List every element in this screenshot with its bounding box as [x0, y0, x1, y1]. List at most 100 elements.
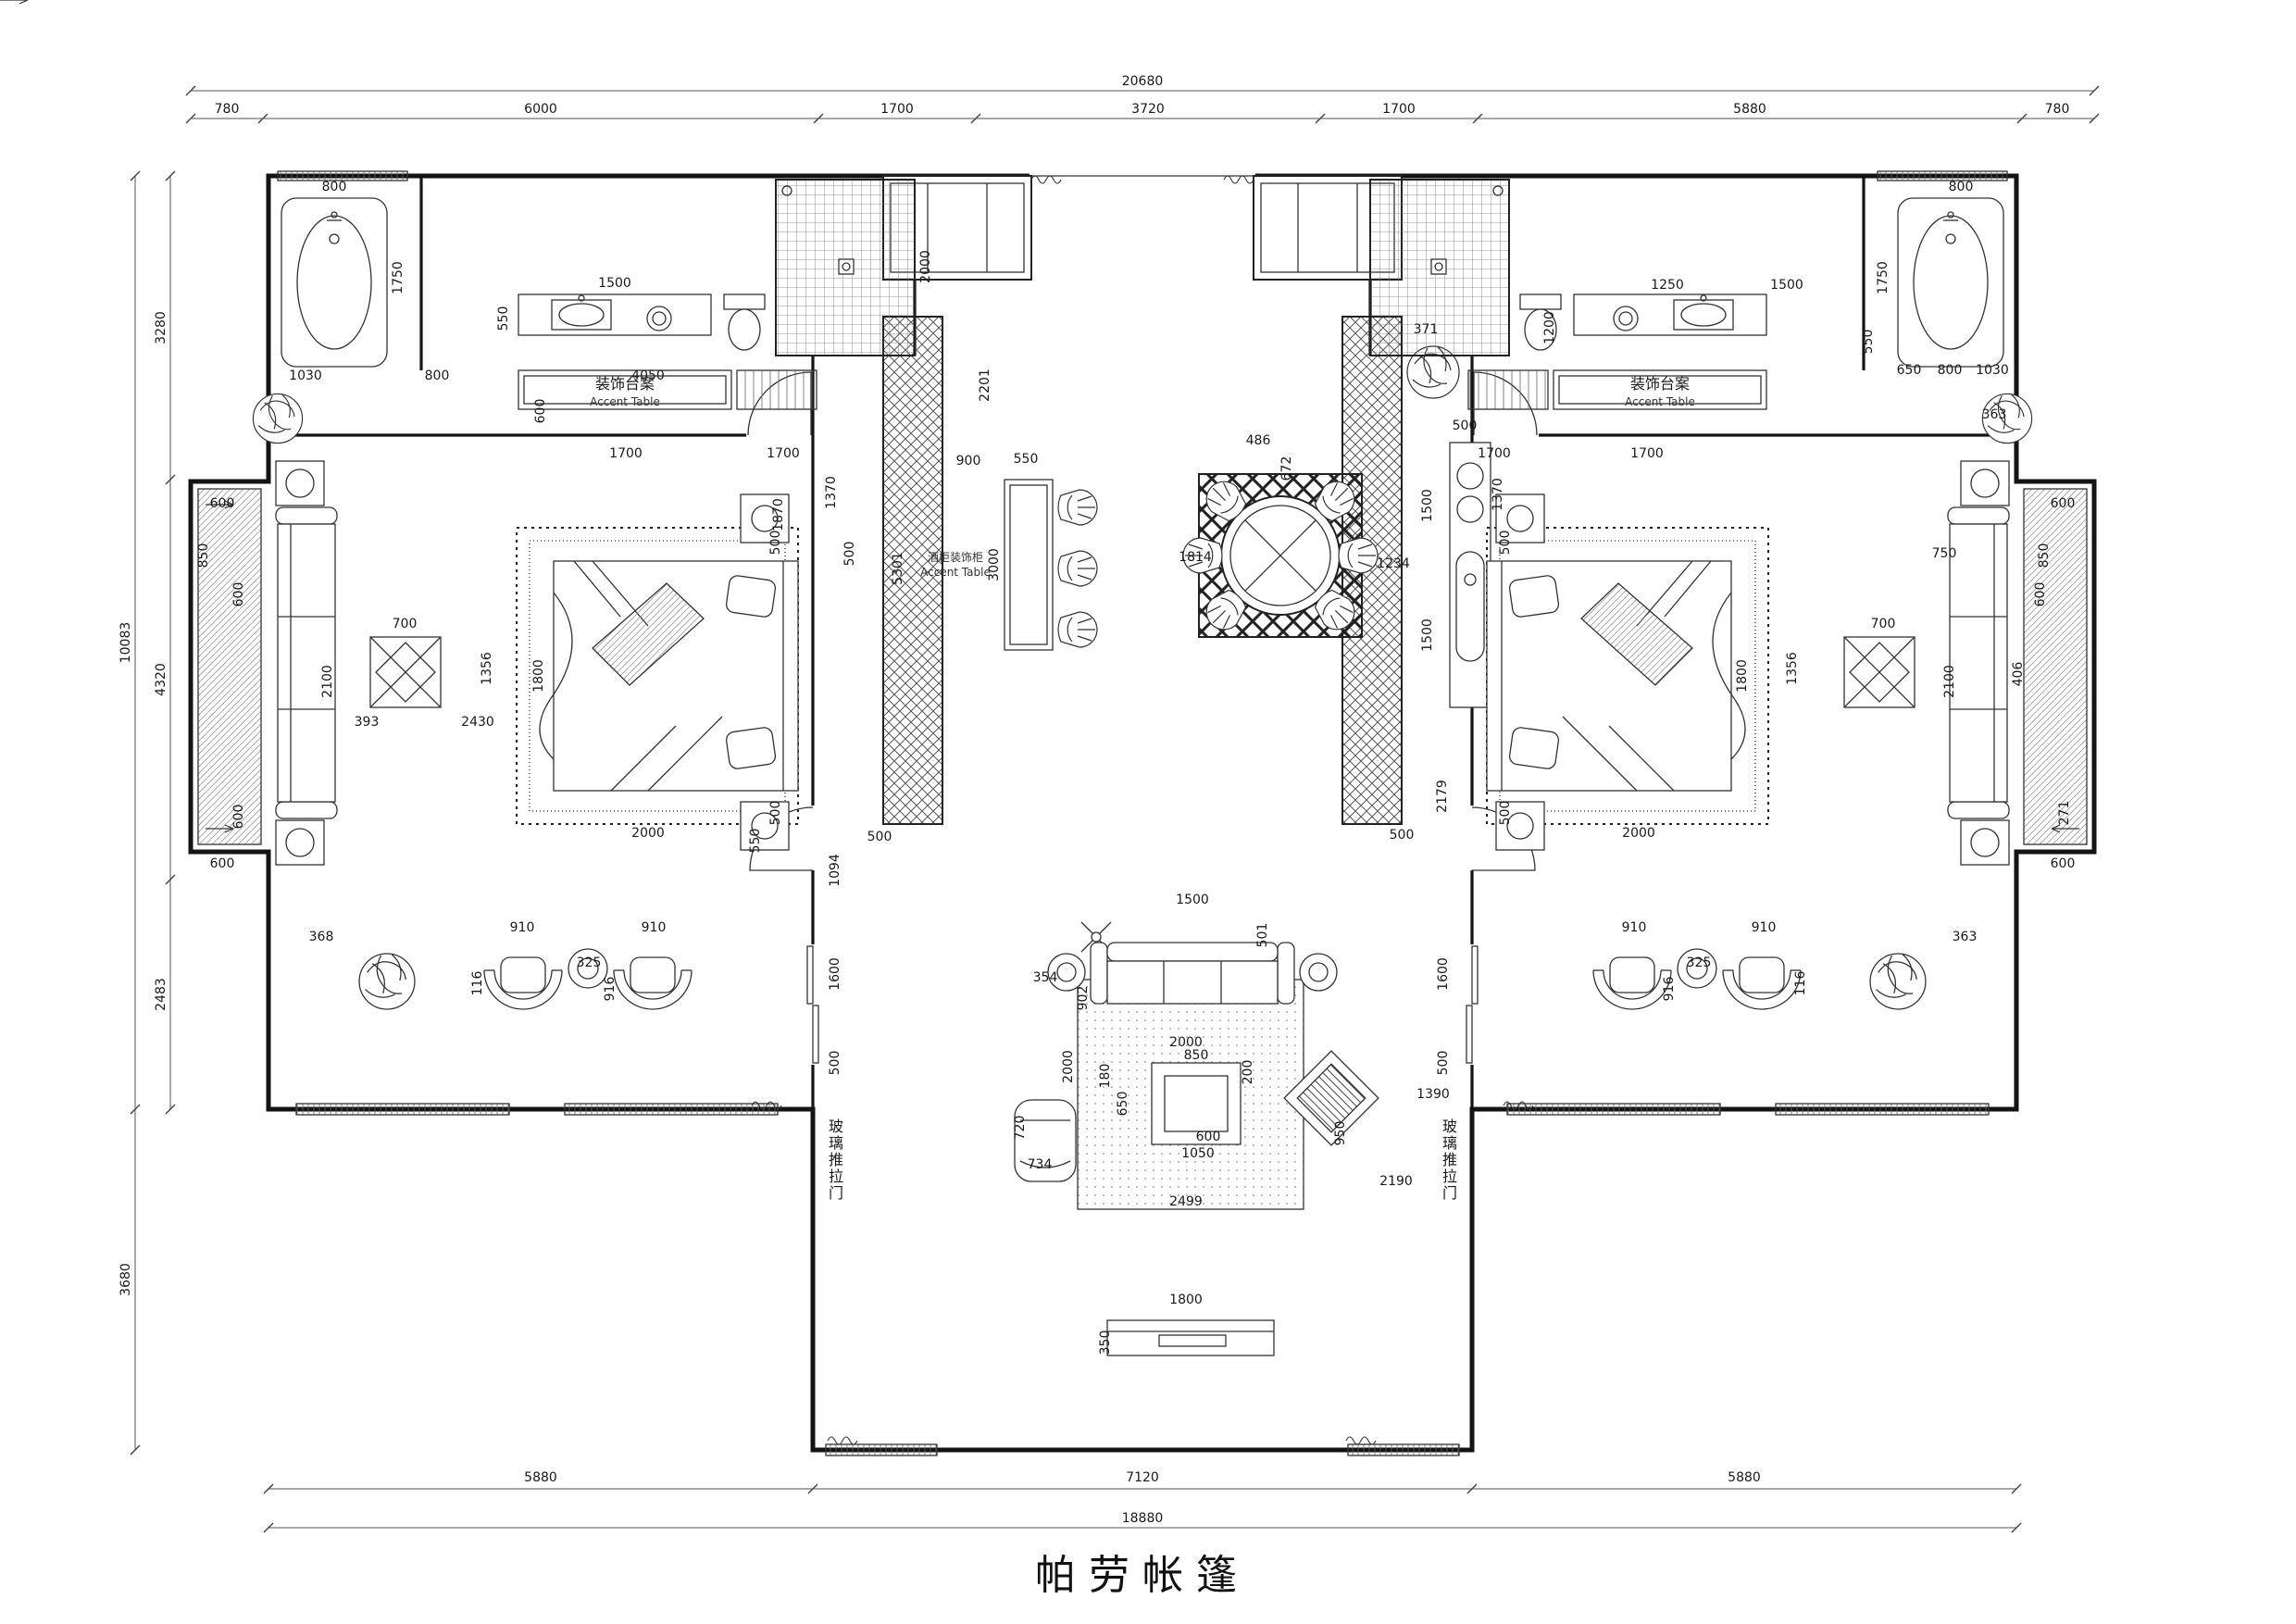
- bay-window-right: [2023, 488, 2088, 845]
- dimension-label: 406: [2011, 662, 2026, 687]
- shower-right: [1369, 179, 1510, 356]
- dimension-label: 902: [1076, 986, 1091, 1011]
- accent-console-right: [1467, 369, 1767, 410]
- dimension-label: 550: [496, 306, 511, 331]
- dimension-label: 600: [2033, 582, 2048, 607]
- dimension-label: 780: [2045, 102, 2070, 117]
- dimension-label: 672: [1279, 456, 1294, 481]
- console-chair-3: [1057, 611, 1098, 648]
- dimension-label: 1750: [1876, 261, 1890, 294]
- dimension-label: 500: [828, 1051, 842, 1076]
- dimension-label: 500: [768, 801, 783, 826]
- dimension-label: 2100: [1942, 665, 1957, 698]
- dimension-label: 1700: [1630, 446, 1664, 461]
- nightstand-bottom-left: [740, 801, 790, 851]
- glass-door-label: 玻璃推拉门: [829, 1118, 843, 1202]
- dimension-label: 850: [196, 543, 211, 568]
- sofa-side-table-left: [1047, 953, 1086, 992]
- dimension-label: 2201: [978, 369, 992, 402]
- dimension-label: 5880: [1733, 102, 1766, 117]
- dimension-label: 325: [577, 956, 602, 970]
- wine-cabinet-label-zh: 酒柜装饰柜: [928, 551, 983, 564]
- glass-door-label: 玻璃推拉门: [1442, 1118, 1457, 1202]
- dimension-label: 2499: [1169, 1194, 1203, 1209]
- center-zone: [1004, 345, 1491, 708]
- sofa-side-table-right: [1299, 953, 1338, 992]
- dimension-label: 2000: [1061, 1050, 1076, 1083]
- dimension-label: 800: [322, 180, 347, 194]
- side-table-bottom-right: [1960, 819, 2010, 866]
- dimension-label: 1700: [767, 446, 800, 461]
- dimension-label: 650: [1116, 1092, 1130, 1117]
- dimension-label: 916: [603, 977, 618, 1002]
- accent-table-label-left-en: Accent Table: [590, 395, 660, 408]
- dimension-label: 2000: [631, 826, 665, 841]
- accent-table-label-right-en: Accent Table: [1625, 395, 1695, 408]
- nightstand-bottom-right: [1495, 801, 1545, 851]
- dimension-label: 116: [470, 971, 485, 996]
- dimension-label: 800: [425, 369, 450, 383]
- dimension-label: 910: [642, 920, 667, 935]
- dimension-label: 20680: [1122, 74, 1164, 89]
- walls: [188, 169, 2097, 1453]
- dimension-label: 550: [748, 829, 763, 854]
- dimension-label: 5880: [1728, 1470, 1761, 1485]
- dimension-label: 371: [1414, 322, 1439, 337]
- toilet-right: [1519, 294, 1562, 351]
- dimension-label: 1500: [598, 276, 631, 291]
- dimension-label: 1370: [1491, 478, 1505, 511]
- nightstand-top-right: [1495, 493, 1545, 543]
- sliding-door-left: [806, 945, 819, 1064]
- plant-bath-left: [252, 393, 304, 444]
- dimension-label: 600: [231, 582, 246, 607]
- dimension-label: 1700: [1382, 102, 1416, 117]
- dimension-label: 2179: [1435, 780, 1450, 813]
- dimension-label: 550: [1014, 452, 1039, 467]
- lounge-chair-right-1: [1592, 956, 1672, 1010]
- dimension-label: 3000: [987, 548, 1002, 581]
- sofa-left: [275, 506, 338, 819]
- dimension-label: 393: [355, 715, 380, 730]
- lounge-table-right: [1677, 948, 1717, 989]
- dimension-label: 18880: [1122, 1511, 1164, 1526]
- dimension-label: 486: [1246, 433, 1271, 448]
- dimension-label: 950: [1333, 1121, 1348, 1146]
- dimension-label: 363: [1953, 930, 1978, 944]
- side-table-top-right: [1960, 460, 2010, 506]
- dimension-label: 363: [1982, 407, 2007, 422]
- dimension-label: 800: [1938, 363, 1963, 378]
- dimension-label: 7120: [1126, 1470, 1159, 1485]
- windows: [0, 0, 2088, 1456]
- dimension-label: 1094: [828, 854, 842, 887]
- dimension-label: 500: [1498, 801, 1513, 826]
- dimension-label: 1234: [1377, 556, 1410, 571]
- dimension-label: 750: [1932, 546, 1957, 561]
- dimension-label: 1250: [1651, 278, 1684, 293]
- dimension-label: 910: [510, 920, 535, 935]
- dimension-label: 2190: [1379, 1174, 1413, 1189]
- dimension-label: 116: [1793, 971, 1808, 996]
- dimension-label: 550: [1861, 330, 1876, 355]
- deco-table-left: [369, 636, 442, 708]
- dimension-label: 600: [533, 399, 548, 424]
- dimension-label: 1500: [1176, 893, 1209, 907]
- dimension-label: 600: [210, 856, 235, 871]
- lounge-table-left: [568, 948, 608, 989]
- dimension-label: 500: [1436, 1051, 1451, 1076]
- dimension-label: 350: [1098, 1330, 1113, 1355]
- bay-window-left: [197, 488, 262, 845]
- dimension-label: 916: [1662, 977, 1677, 1002]
- dimension-chains: [130, 85, 2100, 1533]
- dimension-label: 700: [1871, 617, 1896, 631]
- dimension-label: 500: [768, 531, 783, 556]
- dimension-label: 2483: [154, 978, 168, 1011]
- side-table-bottom-left: [275, 819, 325, 866]
- deco-table-right: [1843, 636, 1915, 708]
- dimension-label: 500: [1453, 418, 1478, 433]
- sliding-door-right: [1466, 945, 1479, 1064]
- dimension-label: 4050: [631, 369, 665, 383]
- dimension-label: 2000: [1622, 826, 1655, 841]
- dimension-label: 2100: [320, 665, 335, 698]
- dimension-label: 1700: [609, 446, 643, 461]
- dimension-label: 780: [215, 102, 240, 117]
